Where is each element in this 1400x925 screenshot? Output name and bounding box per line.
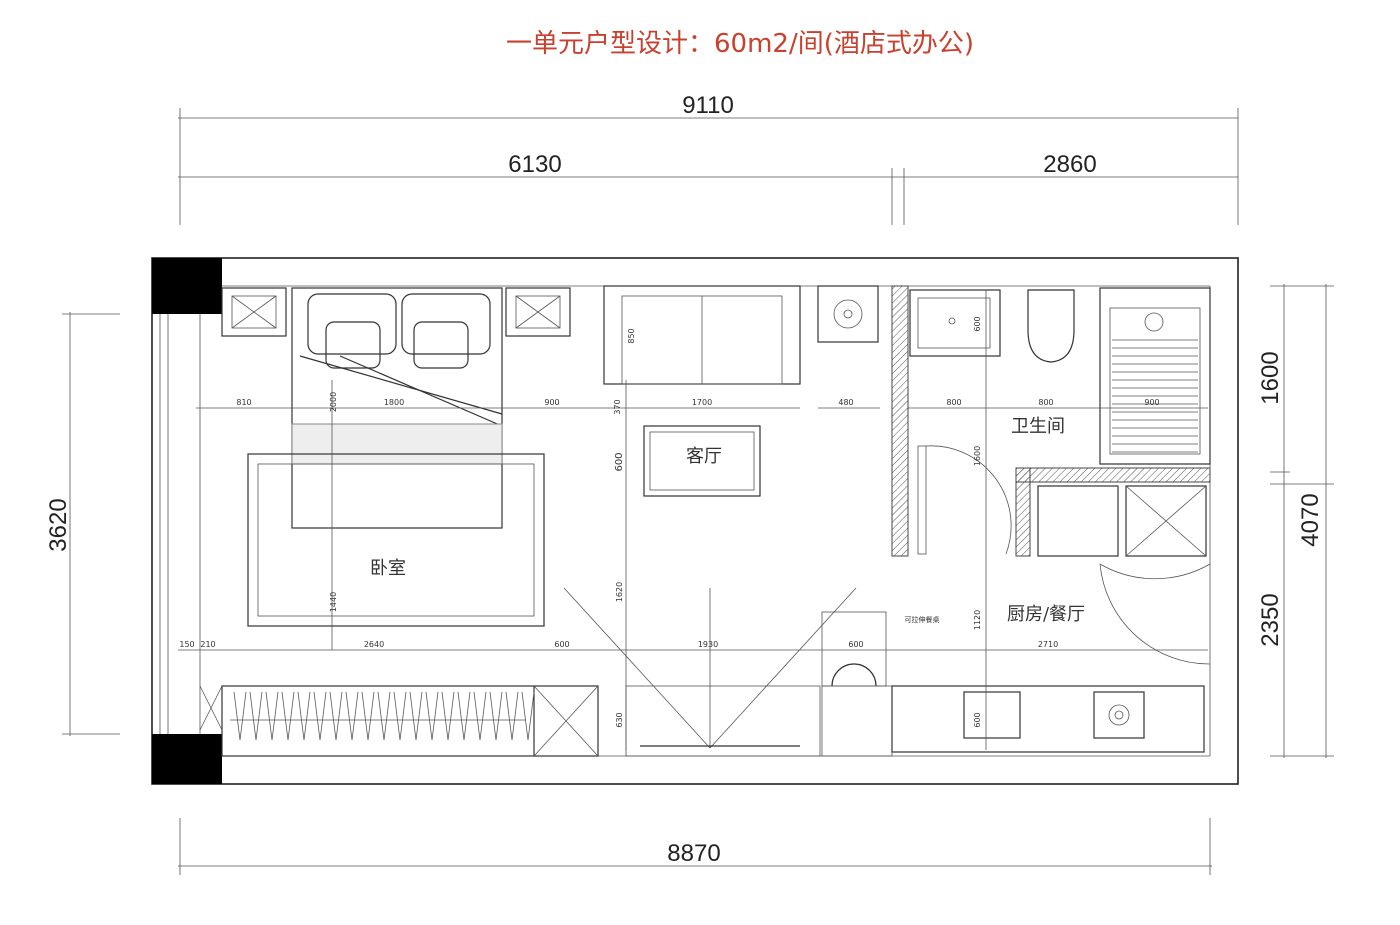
dim-label: 2640 [364,640,384,649]
dim-label: 600 [614,452,625,471]
room-label-living: 客厅 [686,446,722,467]
hanger [409,691,423,741]
right-dimensions: 1600 2350 4070 [1257,284,1334,758]
living-furniture: 客厅 可拉伸餐桌 [563,285,940,757]
dim-right-upper: 1600 [1257,351,1284,404]
dim-label: 370 [613,399,622,414]
nightstand-right [505,287,571,337]
hanger [249,691,263,741]
hanger [441,691,455,741]
dim-label: 480 [838,398,853,407]
pillow [307,293,397,355]
interior-dimension-lines [178,290,1208,750]
cabinet [1125,485,1207,557]
hanger [297,691,311,741]
dim-label: 810 [236,398,251,407]
dim-label: 1800 [384,398,404,407]
fridge [1037,485,1119,557]
dim-right-lower: 2350 [1257,593,1284,646]
outer-walls [151,257,1239,785]
stove [1093,691,1145,739]
folding-table [821,611,887,687]
pillow [401,293,491,355]
left-dimension: 3620 [45,312,120,736]
dim-label: 1620 [615,582,624,602]
kitchen-sink [963,691,1021,739]
wardrobe [199,685,599,757]
shower [1099,287,1211,465]
dim-top-left: 6130 [508,151,561,178]
bedroom-furniture: 卧室 [221,287,571,627]
cushion [325,321,381,369]
dim-label: 900 [544,398,559,407]
column-bottom-left [152,734,222,784]
hanger [233,691,247,741]
hanger [281,691,295,741]
dim-label: 800 [1038,398,1053,407]
kitchen: 厨房/餐厅 [891,485,1211,753]
coffee-table [643,425,761,497]
dim-label: 1440 [329,592,338,612]
dim-label: 800 [946,398,961,407]
room-label-bathroom: 卫生间 [1011,416,1065,437]
hanger [473,691,487,741]
dim-label: 1120 [973,610,982,630]
room-label-bedroom: 卧室 [370,558,406,579]
dim-label: 2710 [1038,640,1058,649]
dim-label: 1700 [692,398,712,407]
washing-machine [817,285,879,343]
entry-door-swing [1099,563,1211,665]
hanger [425,691,439,741]
cushion [413,321,469,369]
dim-label: 150 [179,640,194,649]
hanger [505,691,519,741]
bathroom: 卫生间 [891,285,1211,557]
dim-label: 900 [1144,398,1159,407]
toilet [1027,289,1075,363]
bottom-dimension: 8870 [178,818,1212,875]
dim-top-right: 2860 [1043,151,1096,178]
hanger [377,691,391,741]
hanger [521,691,535,741]
dim-left-total: 3620 [45,498,72,551]
dim-label: 2000 [329,392,338,412]
rug [247,453,545,627]
hanger [329,691,343,741]
hanger [345,691,359,741]
nightstand-left [221,287,287,337]
top-dimensions: 9110 6130 2860 [178,92,1239,225]
annotation-folding-table: 可拉伸餐桌 [905,615,940,624]
dim-label: 600 [848,640,863,649]
dim-label: 1600 [973,446,982,466]
hanger [393,691,407,741]
dim-label: 600 [554,640,569,649]
dim-label: 1930 [698,640,718,649]
hanger [457,691,471,741]
small-dimension-labels: 810 1800 900 370 1700 480 2000 850 600 8… [179,316,1159,727]
dim-label: 850 [627,328,636,343]
dim-label: 210 [200,640,215,649]
kitchen-counter [891,685,1205,753]
hanger [265,691,279,741]
hanger [313,691,327,741]
room-label-kitchen: 厨房/餐厅 [1007,604,1085,625]
hanger [361,691,375,741]
dim-label: 600 [973,316,982,331]
bathroom-sink [909,289,1001,357]
dim-top-total: 9110 [682,92,734,119]
hanger [489,691,503,741]
dim-label: 600 [973,712,982,727]
dim-bottom-total: 8870 [667,840,720,867]
dim-label: 630 [615,712,624,727]
plan-title: 一单元户型设计：60m2/间(酒店式办公) [506,29,974,59]
dim-right-total: 4070 [1297,493,1324,546]
column-top-left [152,258,222,314]
bathroom-door [917,445,927,555]
